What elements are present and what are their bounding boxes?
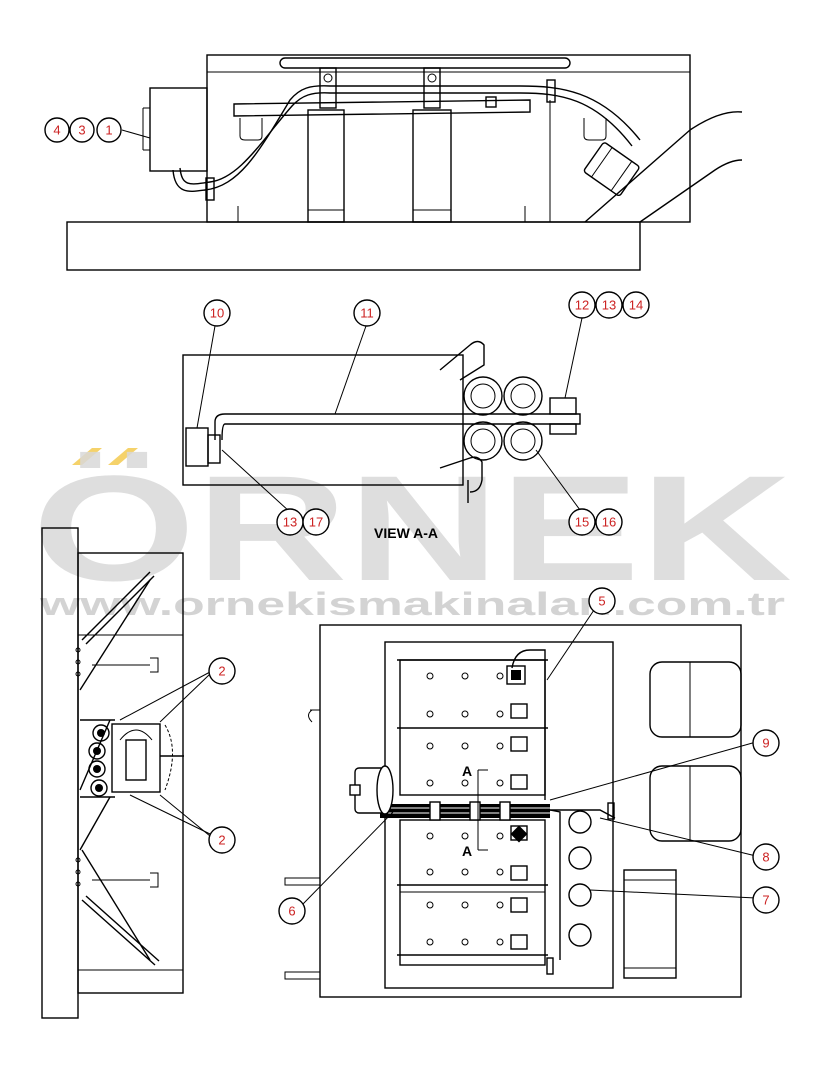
svg-text:7: 7 xyxy=(762,893,769,908)
base-plate xyxy=(66,221,641,271)
section-marker-bottom: A xyxy=(462,843,472,859)
svg-text:10: 10 xyxy=(210,306,224,321)
filter-canister xyxy=(623,869,677,979)
svg-text:1: 1 xyxy=(105,123,112,138)
callout-3: 3 xyxy=(69,117,95,143)
svg-text:15: 15 xyxy=(575,515,589,530)
svg-text:2: 2 xyxy=(218,833,225,848)
svg-text:2: 2 xyxy=(218,664,225,679)
top-view xyxy=(66,54,743,271)
disconnect-switch xyxy=(111,723,161,793)
watermark-accent-left xyxy=(72,448,102,465)
tank-lower xyxy=(649,765,742,842)
svg-text:12: 12 xyxy=(575,298,589,313)
svg-text:4: 4 xyxy=(53,123,60,138)
post-right xyxy=(412,109,452,223)
svg-text:17: 17 xyxy=(309,515,323,530)
housing xyxy=(206,54,691,223)
watermark-url: www.ornekismakinalari.com.tr xyxy=(38,586,785,622)
left-panel-view xyxy=(41,527,211,1019)
callout-2-upper: 2 xyxy=(208,657,236,685)
callout-5: 5 xyxy=(588,587,616,615)
callout-6: 6 xyxy=(278,897,306,925)
callout-17: 17 xyxy=(302,508,330,536)
callout-1: 1 xyxy=(96,117,122,143)
svg-text:8: 8 xyxy=(762,850,769,865)
callout-9: 9 xyxy=(752,729,780,757)
callout-8: 8 xyxy=(752,843,780,871)
battery-compartment-view: A A xyxy=(284,609,757,998)
svg-text:5: 5 xyxy=(598,594,605,609)
svg-text:11: 11 xyxy=(360,306,374,321)
left-panel-frame xyxy=(77,552,184,994)
view-a-a-frame xyxy=(182,354,464,486)
svg-text:14: 14 xyxy=(629,298,643,313)
svg-text:9: 9 xyxy=(762,736,769,751)
callout-10: 10 xyxy=(203,299,231,327)
callouts: 4 3 1 10 11 12 13 14 13 17 15 16 2 2 5 9… xyxy=(44,117,780,925)
callout-12: 12 xyxy=(568,291,596,319)
watermark: ÖRNEK www.ornekismakinalari.com.tr xyxy=(32,444,792,622)
post-left xyxy=(307,109,345,223)
svg-text:6: 6 xyxy=(288,904,295,919)
svg-text:3: 3 xyxy=(78,123,85,138)
callout-16: 16 xyxy=(595,508,623,536)
callout-14: 14 xyxy=(622,291,650,319)
section-marker-top: A xyxy=(462,763,472,779)
svg-text:13: 13 xyxy=(602,298,616,313)
view-label: VIEW A-A xyxy=(374,525,438,541)
callout-13: 13 xyxy=(595,291,623,319)
tank-upper xyxy=(649,661,742,738)
motor-cylinder xyxy=(149,87,208,172)
callout-11: 11 xyxy=(353,299,381,327)
svg-text:16: 16 xyxy=(602,515,616,530)
view-a-a: VIEW A-A xyxy=(182,317,583,541)
watermark-accent-right xyxy=(108,448,138,465)
svg-text:13: 13 xyxy=(283,515,297,530)
callout-4: 4 xyxy=(44,117,70,143)
callout-2-lower: 2 xyxy=(208,826,236,854)
callout-7: 7 xyxy=(752,886,780,914)
callout-15: 15 xyxy=(568,508,596,536)
watermark-brand: ÖRNEK xyxy=(32,444,792,612)
callout-13-lower: 13 xyxy=(276,508,304,536)
